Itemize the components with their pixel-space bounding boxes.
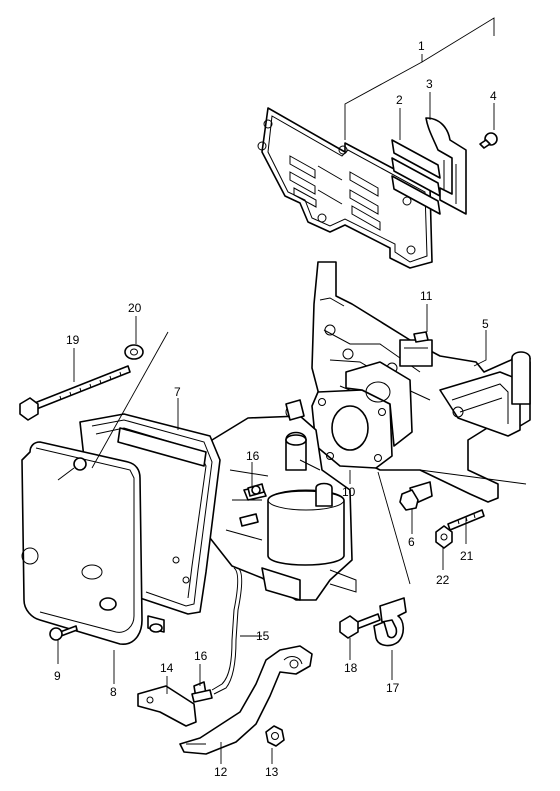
bolt-18 [339, 613, 381, 639]
callout-9: 9 [54, 669, 61, 683]
lever-12 [179, 645, 313, 755]
callout-22: 22 [436, 573, 450, 587]
washer-22 [435, 525, 453, 549]
callout-20: 20 [128, 301, 142, 315]
callout-4: 4 [490, 89, 497, 103]
bracket-14 [137, 685, 197, 727]
reed-stopper [425, 117, 467, 215]
callout-18: 18 [344, 661, 358, 675]
callout-12: 12 [214, 765, 228, 779]
callout-6: 6 [408, 535, 415, 549]
nut-13 [265, 725, 285, 747]
callout-2: 2 [396, 93, 403, 107]
reed-valve-plate [257, 107, 433, 269]
callout-1: 1 [418, 39, 425, 53]
callout-14: 14 [160, 661, 174, 675]
washer-20 [124, 344, 144, 360]
callout-7: 7 [174, 385, 181, 399]
callout-5: 5 [482, 317, 489, 331]
screw-16-bracket [191, 681, 213, 703]
callout-10: 10 [342, 485, 356, 499]
rod-15 [211, 567, 243, 695]
callout-8: 8 [110, 685, 117, 699]
screw-9 [49, 625, 78, 641]
callout-17: 17 [386, 681, 400, 695]
callout-13: 13 [265, 765, 279, 779]
long-bolt-19 [19, 365, 131, 421]
reed-valve [391, 139, 441, 215]
callout-11: 11 [420, 289, 433, 303]
bolt-11 [413, 331, 429, 343]
bolt-6 [399, 481, 433, 511]
carburetor-gasket [311, 361, 413, 469]
callout-3: 3 [426, 77, 433, 91]
silencer-case-8 [21, 441, 165, 645]
callout-15: 15 [256, 629, 270, 643]
screw-4 [479, 132, 498, 149]
leader-lines [57, 17, 527, 764]
callout-16-bracket: 16 [194, 649, 208, 663]
screw-16-carb [247, 483, 265, 497]
callout-16-carb: 16 [246, 449, 260, 463]
clamp-17 [373, 597, 407, 647]
callout-19: 19 [66, 333, 80, 347]
callout-labels: 1 2 3 4 5 6 7 8 9 10 11 12 13 14 15 16 1… [54, 39, 497, 779]
carburetor [205, 399, 357, 601]
callout-21: 21 [460, 549, 474, 563]
